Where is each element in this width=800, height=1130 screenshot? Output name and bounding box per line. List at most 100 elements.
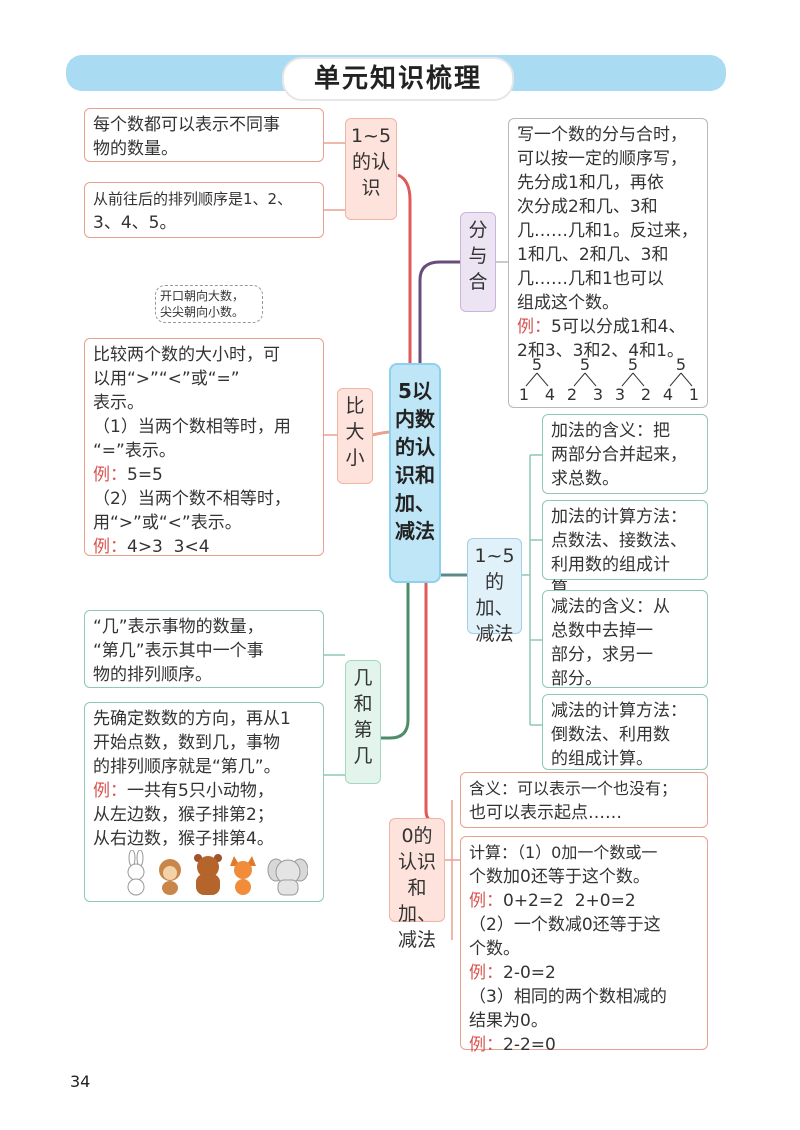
- text-line: 几……几和1。反过来，: [517, 221, 698, 241]
- category-label-compose: 分 与 合: [460, 212, 496, 312]
- label-line: 分: [468, 219, 488, 241]
- zero-meaning-box: 含义：可以表示一个也没有； 也可以表示起点……: [460, 772, 708, 828]
- example-line: 例：2-2=0: [469, 1033, 699, 1057]
- label-line: 认识: [397, 851, 436, 873]
- example-text: 一共有5只小动物，: [127, 781, 274, 801]
- text-line: 含义：可以表示一个也没有；: [469, 779, 678, 798]
- example-text: 2-2=0: [503, 1035, 556, 1055]
- text-line: 次分成2和几、3和: [517, 197, 658, 217]
- text-line: 从左边数，猴子排第2；: [93, 805, 274, 825]
- center-line: 减法: [395, 519, 435, 543]
- tree-1: 5 1 4: [519, 356, 555, 404]
- definition-box: 每个数都可以表示不同事 物的数量。: [84, 108, 324, 162]
- animals-illustration: [127, 850, 308, 896]
- fox-icon: [230, 856, 256, 895]
- text-line: 结果为0。: [469, 1011, 548, 1031]
- example-label: 例：: [517, 317, 551, 337]
- text-line: 2和3、3和2、4和1。: [517, 341, 684, 361]
- text-line: 两部分合并起来，: [551, 445, 687, 465]
- label-line: 减法: [397, 929, 436, 951]
- text-line: 的排列顺序就是“第几”。: [93, 757, 281, 777]
- text-line: （3）相同的两个数相减的: [469, 987, 667, 1007]
- label-line: 与: [468, 245, 488, 267]
- elephant-icon: [267, 858, 308, 896]
- text-line: 3、4、5。: [93, 213, 177, 233]
- text-line: 写一个数的分与合时，: [517, 125, 687, 145]
- center-line: 的认: [395, 435, 435, 459]
- category-label-zero: 0的 认识 和加、 减法: [389, 818, 445, 951]
- label-line: 几: [353, 745, 373, 767]
- monkey-icon: [159, 859, 181, 895]
- text-line: 从前往后的排列顺序是1、2、: [93, 190, 293, 208]
- text-line: 的组成计算。: [551, 749, 653, 769]
- tree-3: 5 3 2: [615, 356, 651, 404]
- tree-left: 2: [567, 385, 577, 404]
- example-line: 例：2-0=2: [469, 961, 699, 985]
- text-line: 减法的计算方法：: [551, 701, 687, 721]
- rabbit-icon: [127, 850, 145, 896]
- text-line: 点数法、接数法、: [551, 531, 687, 551]
- text-line: 组成这个数。: [517, 293, 619, 313]
- label-line: 和加、: [397, 877, 436, 925]
- compose-box: 写一个数的分与合时， 可以按一定的顺序写， 先分成1和几，再依 次分成2和几、3…: [508, 118, 708, 408]
- subtraction-method-box: 减法的计算方法： 倒数法、利用数 的组成计算。: [542, 694, 708, 770]
- text-line: 开始点数，数到几，事物: [93, 733, 280, 753]
- example-line: 例：4>3 3<4: [93, 535, 315, 559]
- text-line: （1）当两个数相等时，用: [93, 417, 291, 437]
- bear-icon: [194, 854, 222, 895]
- category-label-addsub: 1~5 的加、 减法: [467, 538, 522, 645]
- text-line: 个数加0还等于这个数。: [469, 867, 650, 887]
- tree-top: 5: [628, 356, 638, 374]
- text-line: 部分。: [551, 669, 602, 689]
- tree-4: 5 4 1: [663, 356, 699, 404]
- tip-bubble: 开口朝向大数， 尖尖朝向小数。: [155, 285, 263, 323]
- center-line: 加、: [395, 491, 435, 515]
- example-label: 例：: [93, 537, 127, 557]
- tree-right: 1: [689, 385, 699, 404]
- example-line: 例：0+2=2 2+0=2: [469, 889, 699, 913]
- example-text: 5=5: [127, 465, 163, 485]
- label-line: 识: [361, 177, 381, 199]
- text-line: 尖尖朝向小数。: [160, 305, 245, 319]
- text-line: “第几”表示其中一个事: [93, 641, 264, 661]
- compare-box: 比较两个数的大小时，可 以用“>”“<”或“=” 表示。 （1）当两个数相等时，…: [84, 338, 324, 559]
- label-line: 减法: [475, 623, 514, 645]
- text-line: 几……几和1也可以: [517, 269, 664, 289]
- label-line: 0的: [401, 825, 433, 847]
- label-line: 大: [345, 421, 365, 443]
- text-line: 以用“>”“<”或“=”: [93, 369, 240, 389]
- text-line: 加法的计算方法：: [551, 507, 687, 527]
- text-line: 加法的含义：把: [551, 421, 670, 441]
- text-line: 比较两个数的大小时，可: [93, 345, 280, 365]
- text-line: 每个数都可以表示不同事: [93, 115, 280, 135]
- label-line: 几: [353, 667, 373, 689]
- tree-left: 3: [615, 385, 625, 404]
- example-line: 例：5可以分成1和4、: [517, 315, 699, 339]
- text-line: 先分成1和几，再依: [517, 173, 664, 193]
- tree-left: 1: [519, 385, 529, 404]
- category-label-ordinal: 几 和 第 几: [345, 660, 381, 784]
- tree-top: 5: [676, 356, 686, 374]
- text-line: “几”表示事物的数量，: [93, 617, 264, 637]
- example-text: 5可以分成1和4、: [551, 317, 686, 337]
- tree-right: 3: [593, 385, 603, 404]
- text-line: （2）当两个数不相等时，: [93, 489, 291, 509]
- label-line: 的加、: [475, 571, 514, 619]
- example-text: 0+2=2 2+0=2: [503, 891, 636, 911]
- subtraction-meaning-box: 减法的含义：从 总数中去掉一 部分，求另一 部分。: [542, 590, 708, 689]
- text-line: 物的排列顺序。: [93, 665, 212, 685]
- text-line: 总数中去掉一: [551, 621, 653, 641]
- page-number: 34: [70, 1072, 91, 1091]
- label-line: 小: [345, 447, 365, 469]
- example-line: 例：5=5: [93, 463, 315, 487]
- label-line: 的认: [351, 151, 390, 173]
- order-box: 从前往后的排列顺序是1、2、 3、4、5。: [84, 182, 324, 238]
- text-line: 部分，求另一: [551, 645, 653, 665]
- text-line: 表示。: [93, 393, 144, 413]
- tree-left: 4: [663, 385, 673, 404]
- tree-top: 5: [532, 356, 542, 374]
- text-line: （2）一个数减0还等于这: [469, 915, 661, 935]
- label-line: 和: [353, 693, 373, 715]
- center-line: 识和: [395, 463, 435, 487]
- text-line: “=”表示。: [93, 441, 176, 461]
